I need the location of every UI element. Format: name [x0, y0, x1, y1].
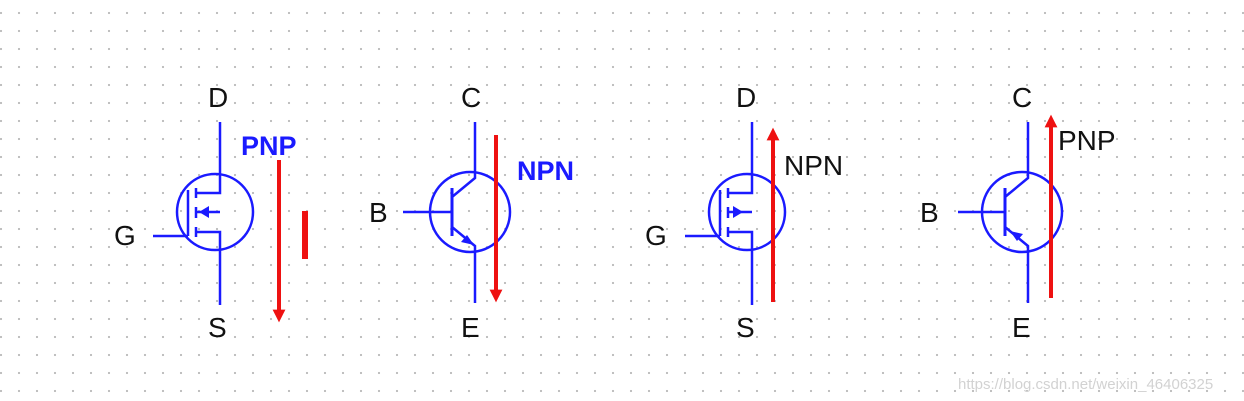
mosfet1-gate-label: G — [114, 220, 136, 251]
mosfet-body-circle — [175, 172, 255, 252]
collector-lead — [451, 122, 477, 198]
mosfet3-drain-label: D — [736, 82, 756, 113]
mosfet1-current-label-bar — [302, 211, 308, 259]
bjt-symbol-4 — [958, 122, 1064, 303]
watermark: https://blog.csdn.net/weixin_46406325 — [958, 376, 1213, 393]
mosfet3-source-label: S — [736, 312, 755, 343]
bjt4-collector-label: C — [1012, 82, 1032, 113]
mosfet-symbol-1 — [153, 122, 255, 305]
bjt2-emitter-label: E — [461, 312, 480, 343]
bjt4-emitter-label: E — [1012, 312, 1031, 343]
emitter-lead — [451, 226, 477, 303]
mosfet3-gate-label: G — [645, 220, 667, 251]
bjt2-type-tag: NPN — [517, 156, 574, 186]
bjt4-type-tag: PNP — [1058, 125, 1116, 156]
mosfet1-drain-label: D — [208, 82, 228, 113]
channel-arrow-icon — [199, 206, 209, 218]
bjt4-base-label: B — [920, 197, 939, 228]
mosfet1-source-label: S — [208, 312, 227, 343]
drain-connection — [728, 183, 754, 195]
channel-arrow-icon — [733, 206, 743, 218]
mosfet-body-circle — [707, 172, 787, 252]
mosfet1-current-label: I — [300, 249, 301, 251]
collector-lead — [1004, 122, 1030, 198]
bjt-symbol-2 — [403, 122, 512, 303]
mosfet-symbol-3 — [685, 122, 787, 305]
drain-connection — [196, 183, 222, 195]
source-connection — [196, 230, 222, 245]
emitter-arrow-icon — [461, 235, 474, 245]
mosfet1-type-tag: PNP — [241, 131, 297, 161]
mosfet3-type-tag: NPN — [784, 150, 843, 181]
emitter-arrow-icon — [1010, 231, 1023, 241]
source-connection — [728, 230, 754, 245]
bjt2-base-label: B — [369, 197, 388, 228]
bjt2-collector-label: C — [461, 82, 481, 113]
